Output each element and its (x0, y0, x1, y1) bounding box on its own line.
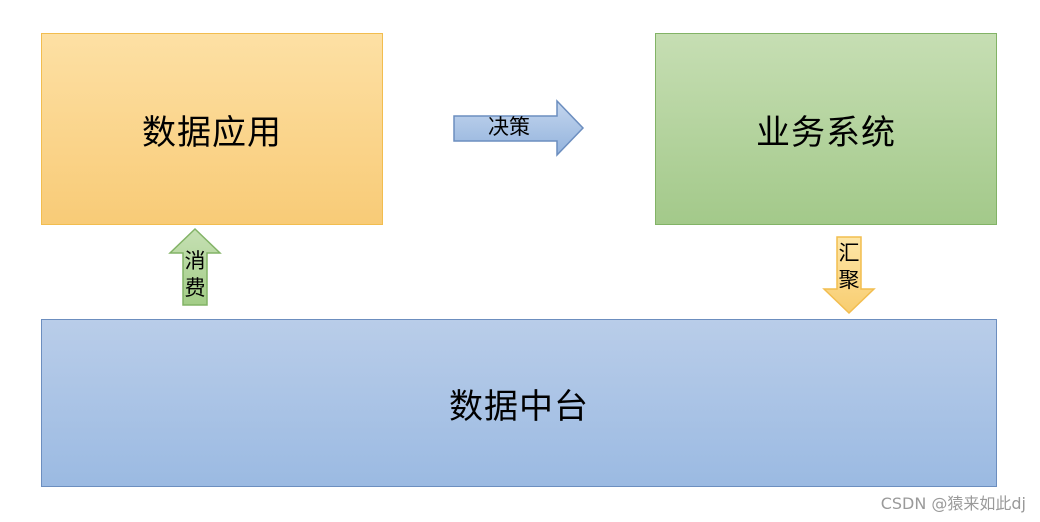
right-arrow-icon (453, 99, 585, 157)
data-platform-label: 数据中台 (449, 386, 589, 427)
data-application-label: 数据应用 (142, 112, 282, 153)
aggregate-arrow: 汇 聚 (822, 236, 876, 315)
aggregate-label: 汇 聚 (828, 240, 870, 294)
down-arrow-icon (822, 236, 876, 315)
consume-arrow: 消 费 (168, 227, 222, 306)
data-application-box: 数据应用 (41, 33, 383, 225)
up-arrow-icon (168, 227, 222, 306)
aggregate-label-line-1: 汇 (838, 241, 860, 265)
consume-label-line-2: 费 (184, 276, 206, 300)
business-system-label: 业务系统 (756, 112, 896, 153)
decision-arrow: 决策 (453, 99, 585, 158)
watermark: CSDN @猿来如此dj (880, 494, 1026, 513)
decision-label: 决策 (488, 115, 530, 139)
data-platform-box: 数据中台 (41, 319, 997, 487)
aggregate-label-line-2: 聚 (838, 268, 860, 292)
consume-label: 消 费 (174, 248, 216, 302)
consume-label-line-1: 消 (184, 249, 206, 273)
business-system-box: 业务系统 (655, 33, 997, 225)
